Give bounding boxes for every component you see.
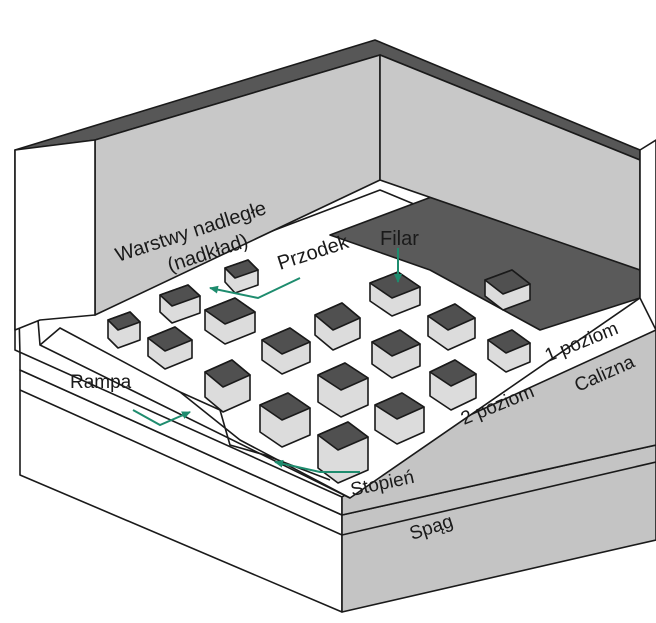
filar-label: Filar <box>380 228 419 250</box>
pillar <box>318 422 368 483</box>
rampa-label: Rampa <box>70 372 132 393</box>
